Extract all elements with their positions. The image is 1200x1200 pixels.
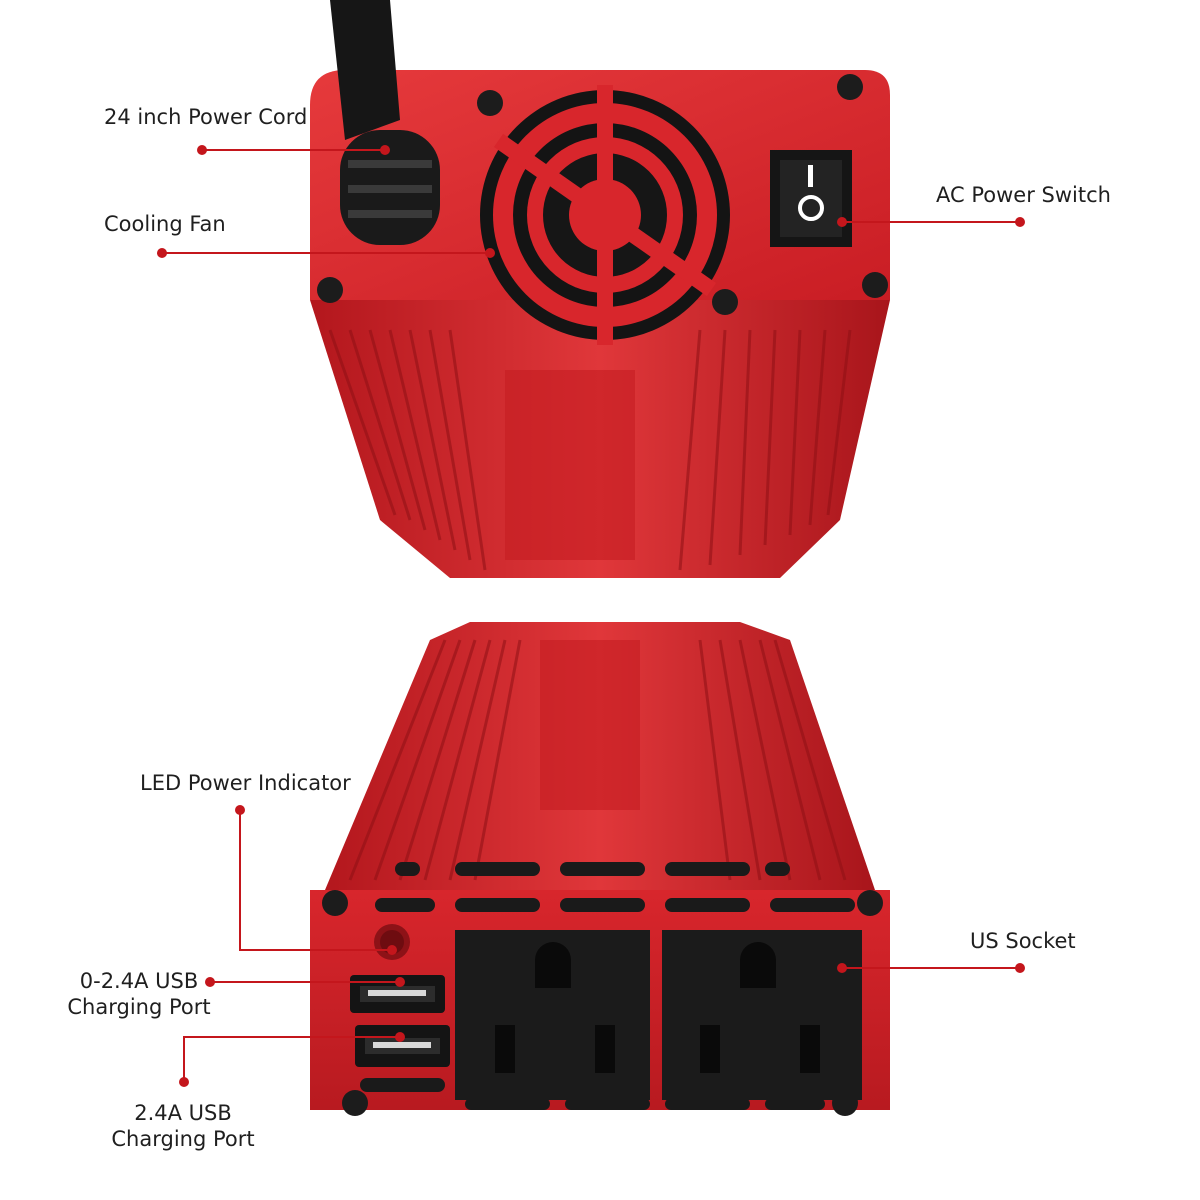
leader-usb-2 [183,1036,400,1082]
leader-led [239,810,392,951]
us-socket-left-icon [455,930,650,1100]
callout-cooling-fan: Cooling Fan [104,212,226,236]
top-unit-spec-label [505,370,635,560]
us-socket-right-icon [662,930,862,1100]
cooling-fan-icon [480,85,730,345]
callout-led-power-indicator: LED Power Indicator [140,771,351,795]
callout-ac-power-switch: AC Power Switch [936,183,1111,207]
callout-leaders [162,149,1020,1082]
callout-power-cord: 24 inch Power Cord [104,105,308,129]
top-unit-fins [328,329,852,571]
top-unit [310,0,890,578]
top-unit-screws [317,74,888,315]
bottom-unit [310,622,890,1116]
callout-usb-port-2-line1: 2.4A USB [134,1101,232,1125]
usb-port-2-icon [355,1025,450,1067]
callout-usb-port-1-line2: Charging Port [67,995,211,1019]
bottom-unit-vents [360,862,855,1110]
callout-usb-port-1-line1: 0-2.4A USB [79,969,199,993]
callout-usb-port-2-line2: Charging Port [111,1127,255,1151]
callout-us-socket: US Socket [970,929,1076,953]
bottom-unit-fins [348,639,847,881]
callout-dots [157,145,1025,1087]
ac-power-switch-icon [770,150,852,247]
power-cord-icon [330,0,440,245]
bottom-unit-spec-label [540,640,640,810]
callout-usb-port-1: 0-2.4A USB Charging Port [64,968,214,1020]
callout-usb-port-2: 2.4A USB Charging Port [108,1100,258,1152]
usb-port-1-icon [350,975,445,1013]
